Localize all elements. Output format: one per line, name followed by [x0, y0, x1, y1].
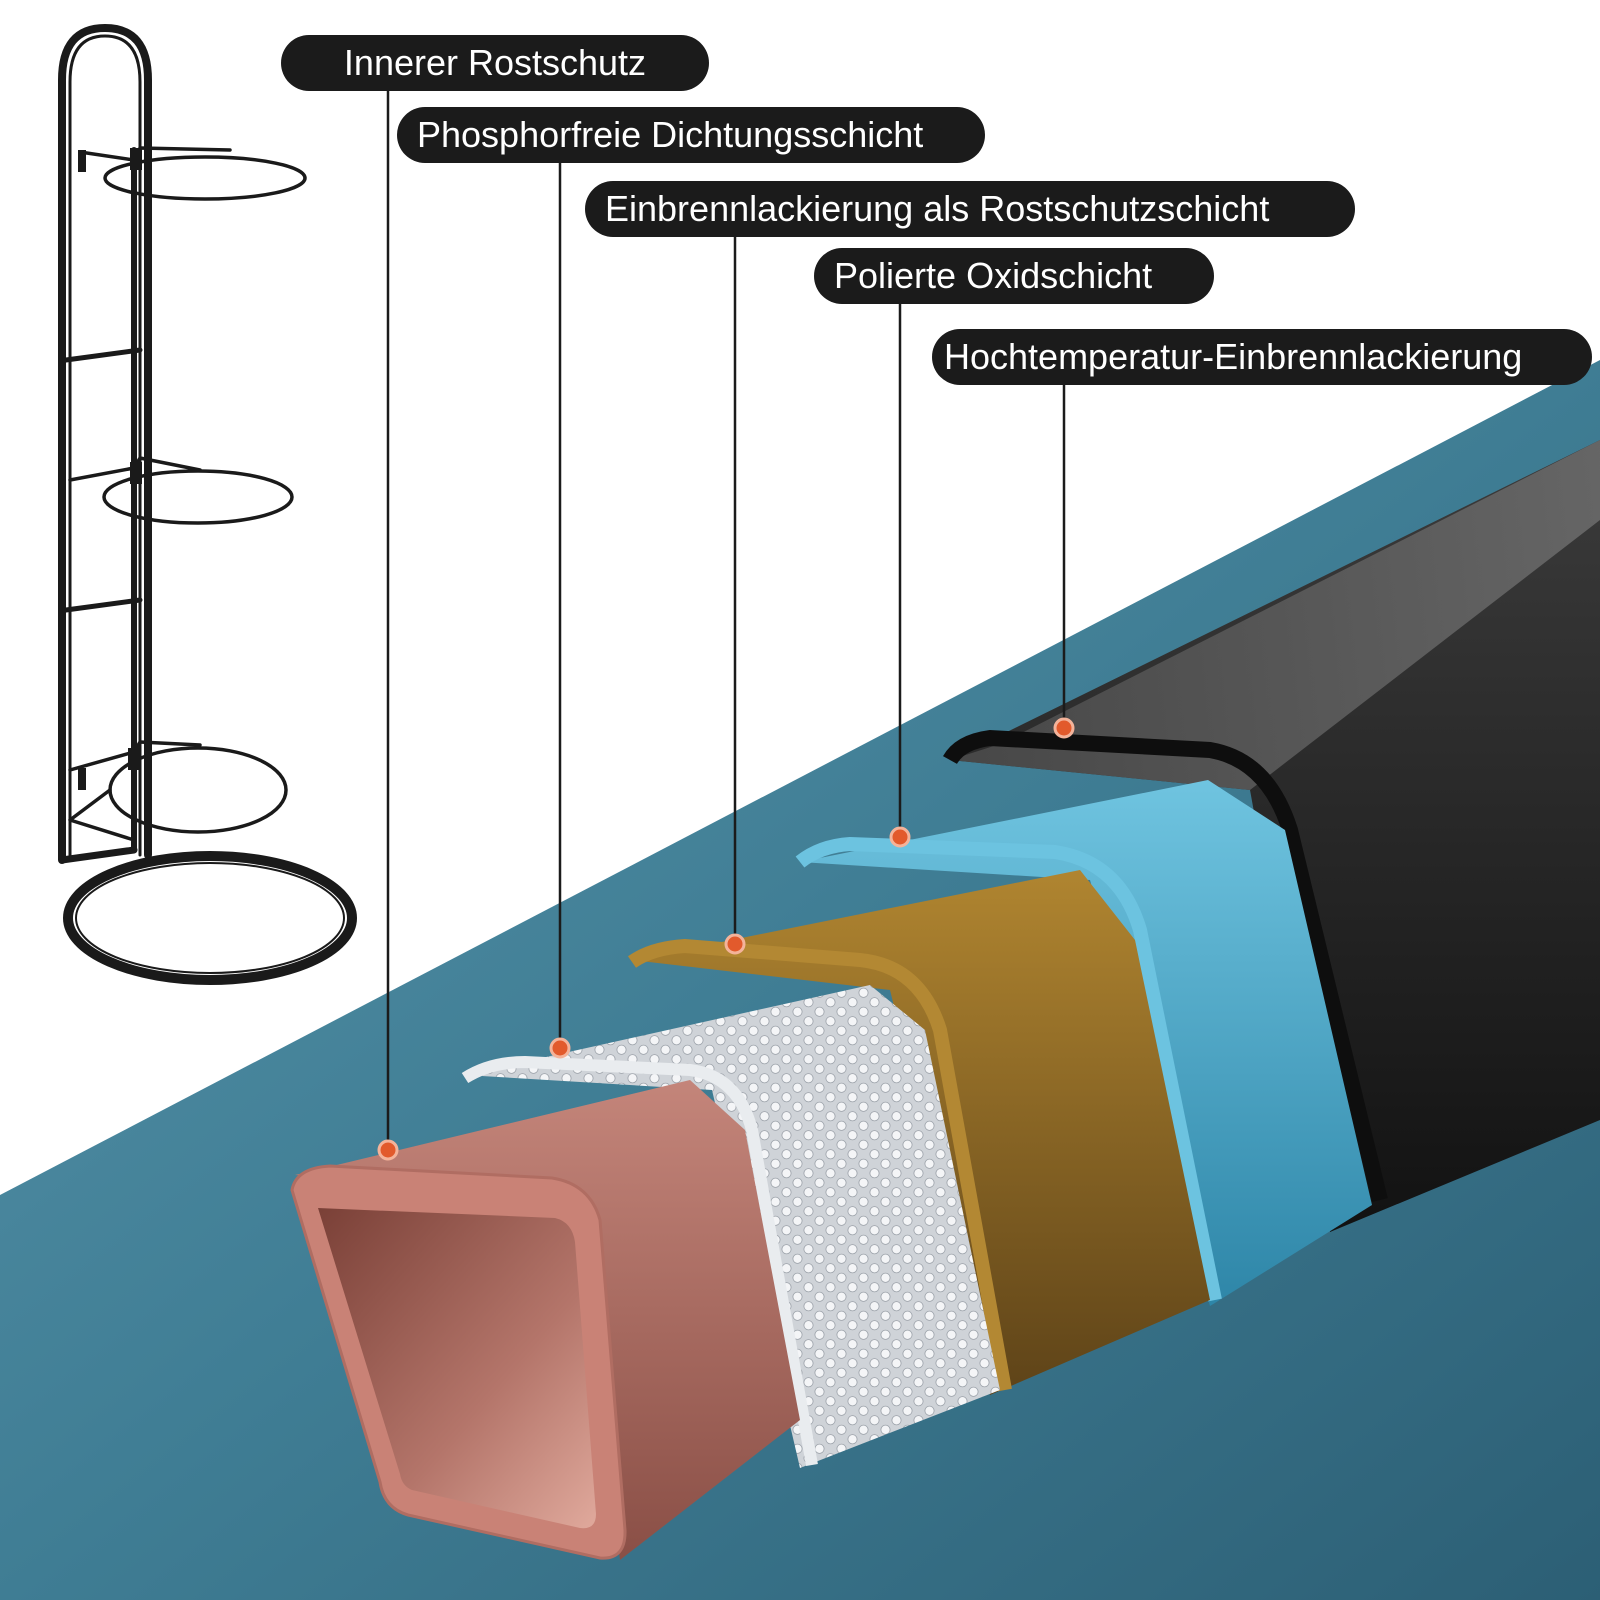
layer-black-top — [950, 440, 1600, 790]
copper-opening — [318, 1208, 596, 1529]
label-polierte-oxidschicht: Polierte Oxidschicht — [814, 248, 1214, 304]
layer-gold-body — [632, 870, 1210, 1395]
marker-dots — [377, 717, 1075, 1161]
layer-copper-body — [295, 1080, 800, 1560]
marker-dot-5 — [1053, 717, 1075, 739]
leader-lines — [386, 91, 1066, 1150]
layer-blue-body — [800, 780, 1372, 1306]
stand-illustration — [58, 24, 357, 985]
marker-dot-2 — [549, 1037, 571, 1059]
marker-dot-4 — [889, 826, 911, 848]
label-innerer-rostschutz: Innerer Rostschutz — [281, 35, 709, 91]
label-phosphorfreie-dichtungsschicht: Phosphorfreie Dichtungsschicht — [397, 107, 985, 163]
label-hochtemperatur-einbrennlackierung: Hochtemperatur-Einbrennlackierung — [932, 329, 1592, 385]
layer-mesh-body — [465, 985, 1000, 1468]
layered-tube — [290, 440, 1600, 1560]
marker-dot-3 — [724, 933, 746, 955]
marker-dot-1 — [377, 1139, 399, 1161]
label-einbrennlackierung-rostschutzschicht: Einbrennlackierung als Rostschutzschicht — [585, 181, 1355, 237]
